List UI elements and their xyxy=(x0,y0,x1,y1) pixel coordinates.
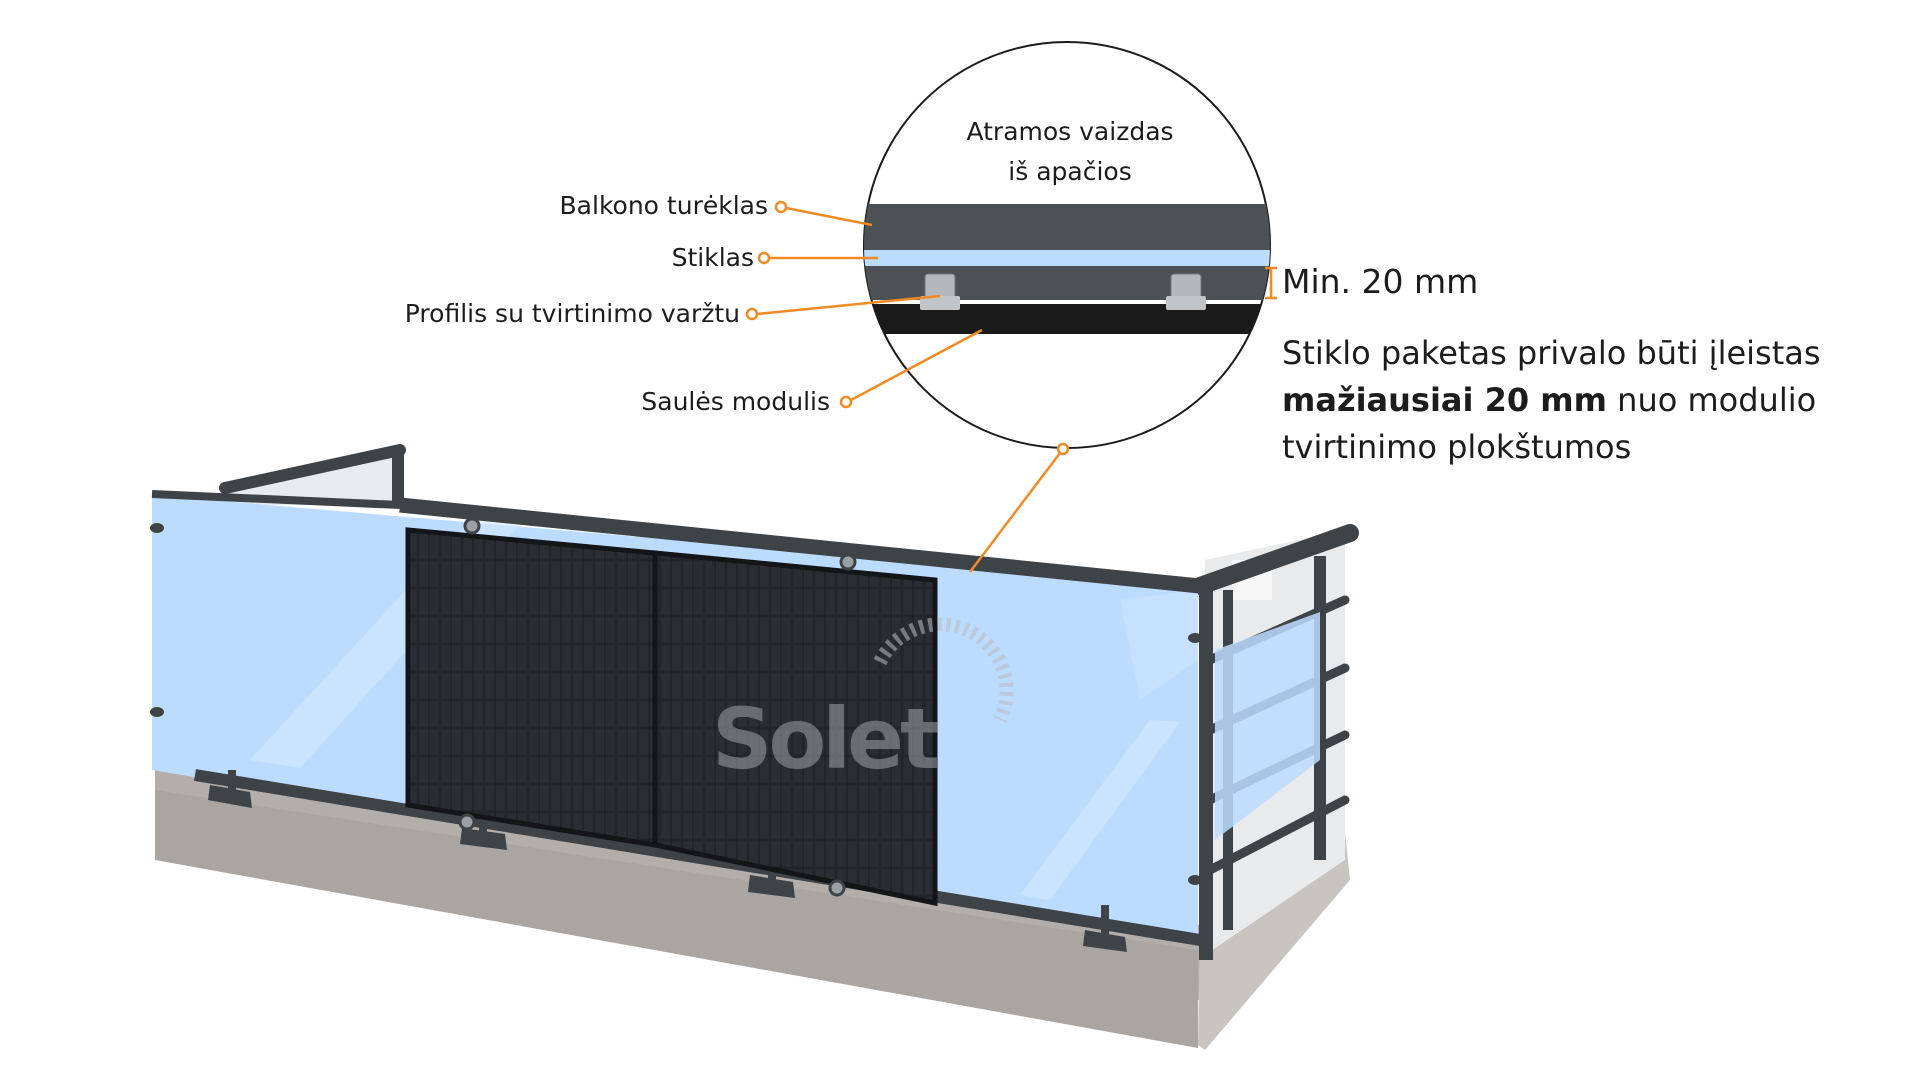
solar-module-right xyxy=(652,550,938,907)
note-bold: mažiausiai 20 mm xyxy=(1282,381,1607,419)
top-handrail xyxy=(151,490,1201,594)
panel-clamps xyxy=(458,517,857,897)
detail-railing-bar xyxy=(864,204,1270,250)
watermark-text: Solet xyxy=(712,690,939,788)
detail-bolt-left xyxy=(920,273,960,310)
note-part1: Stiklo paketas privalo būti įleistas xyxy=(1282,334,1821,372)
requirement-note: Stiklo paketas privalo būti įleistas maž… xyxy=(1282,330,1882,471)
callout-leaders xyxy=(745,200,1070,573)
note-part2: nuo modulio tvirtinimo plokštumos xyxy=(1282,381,1817,466)
callout-profile: Profilis su tvirtinimo varžtu xyxy=(404,299,740,328)
left-glass-panel xyxy=(219,444,406,505)
dimension-marker xyxy=(1265,266,1277,300)
detail-circle xyxy=(863,41,1271,449)
detail-title-line1: Atramos vaizdas xyxy=(966,117,1174,146)
detail-glass-strip xyxy=(864,250,1270,266)
callout-module: Saulės modulis xyxy=(641,387,830,416)
detail-title: Atramos vaizdas iš apačios xyxy=(890,112,1250,192)
solar-module-left xyxy=(405,527,658,848)
callout-glass: Stiklas xyxy=(671,243,754,272)
solet-watermark: Solet xyxy=(712,617,1014,788)
dimension-label: Min. 20 mm xyxy=(1282,262,1479,301)
callout-railing: Balkono turėklas xyxy=(559,191,768,220)
detail-profile-bar xyxy=(864,266,1270,300)
detail-bolt-right xyxy=(1166,273,1206,310)
glass-fixing-knobs xyxy=(150,523,1202,885)
detail-title-line2: iš apačios xyxy=(1008,157,1132,186)
